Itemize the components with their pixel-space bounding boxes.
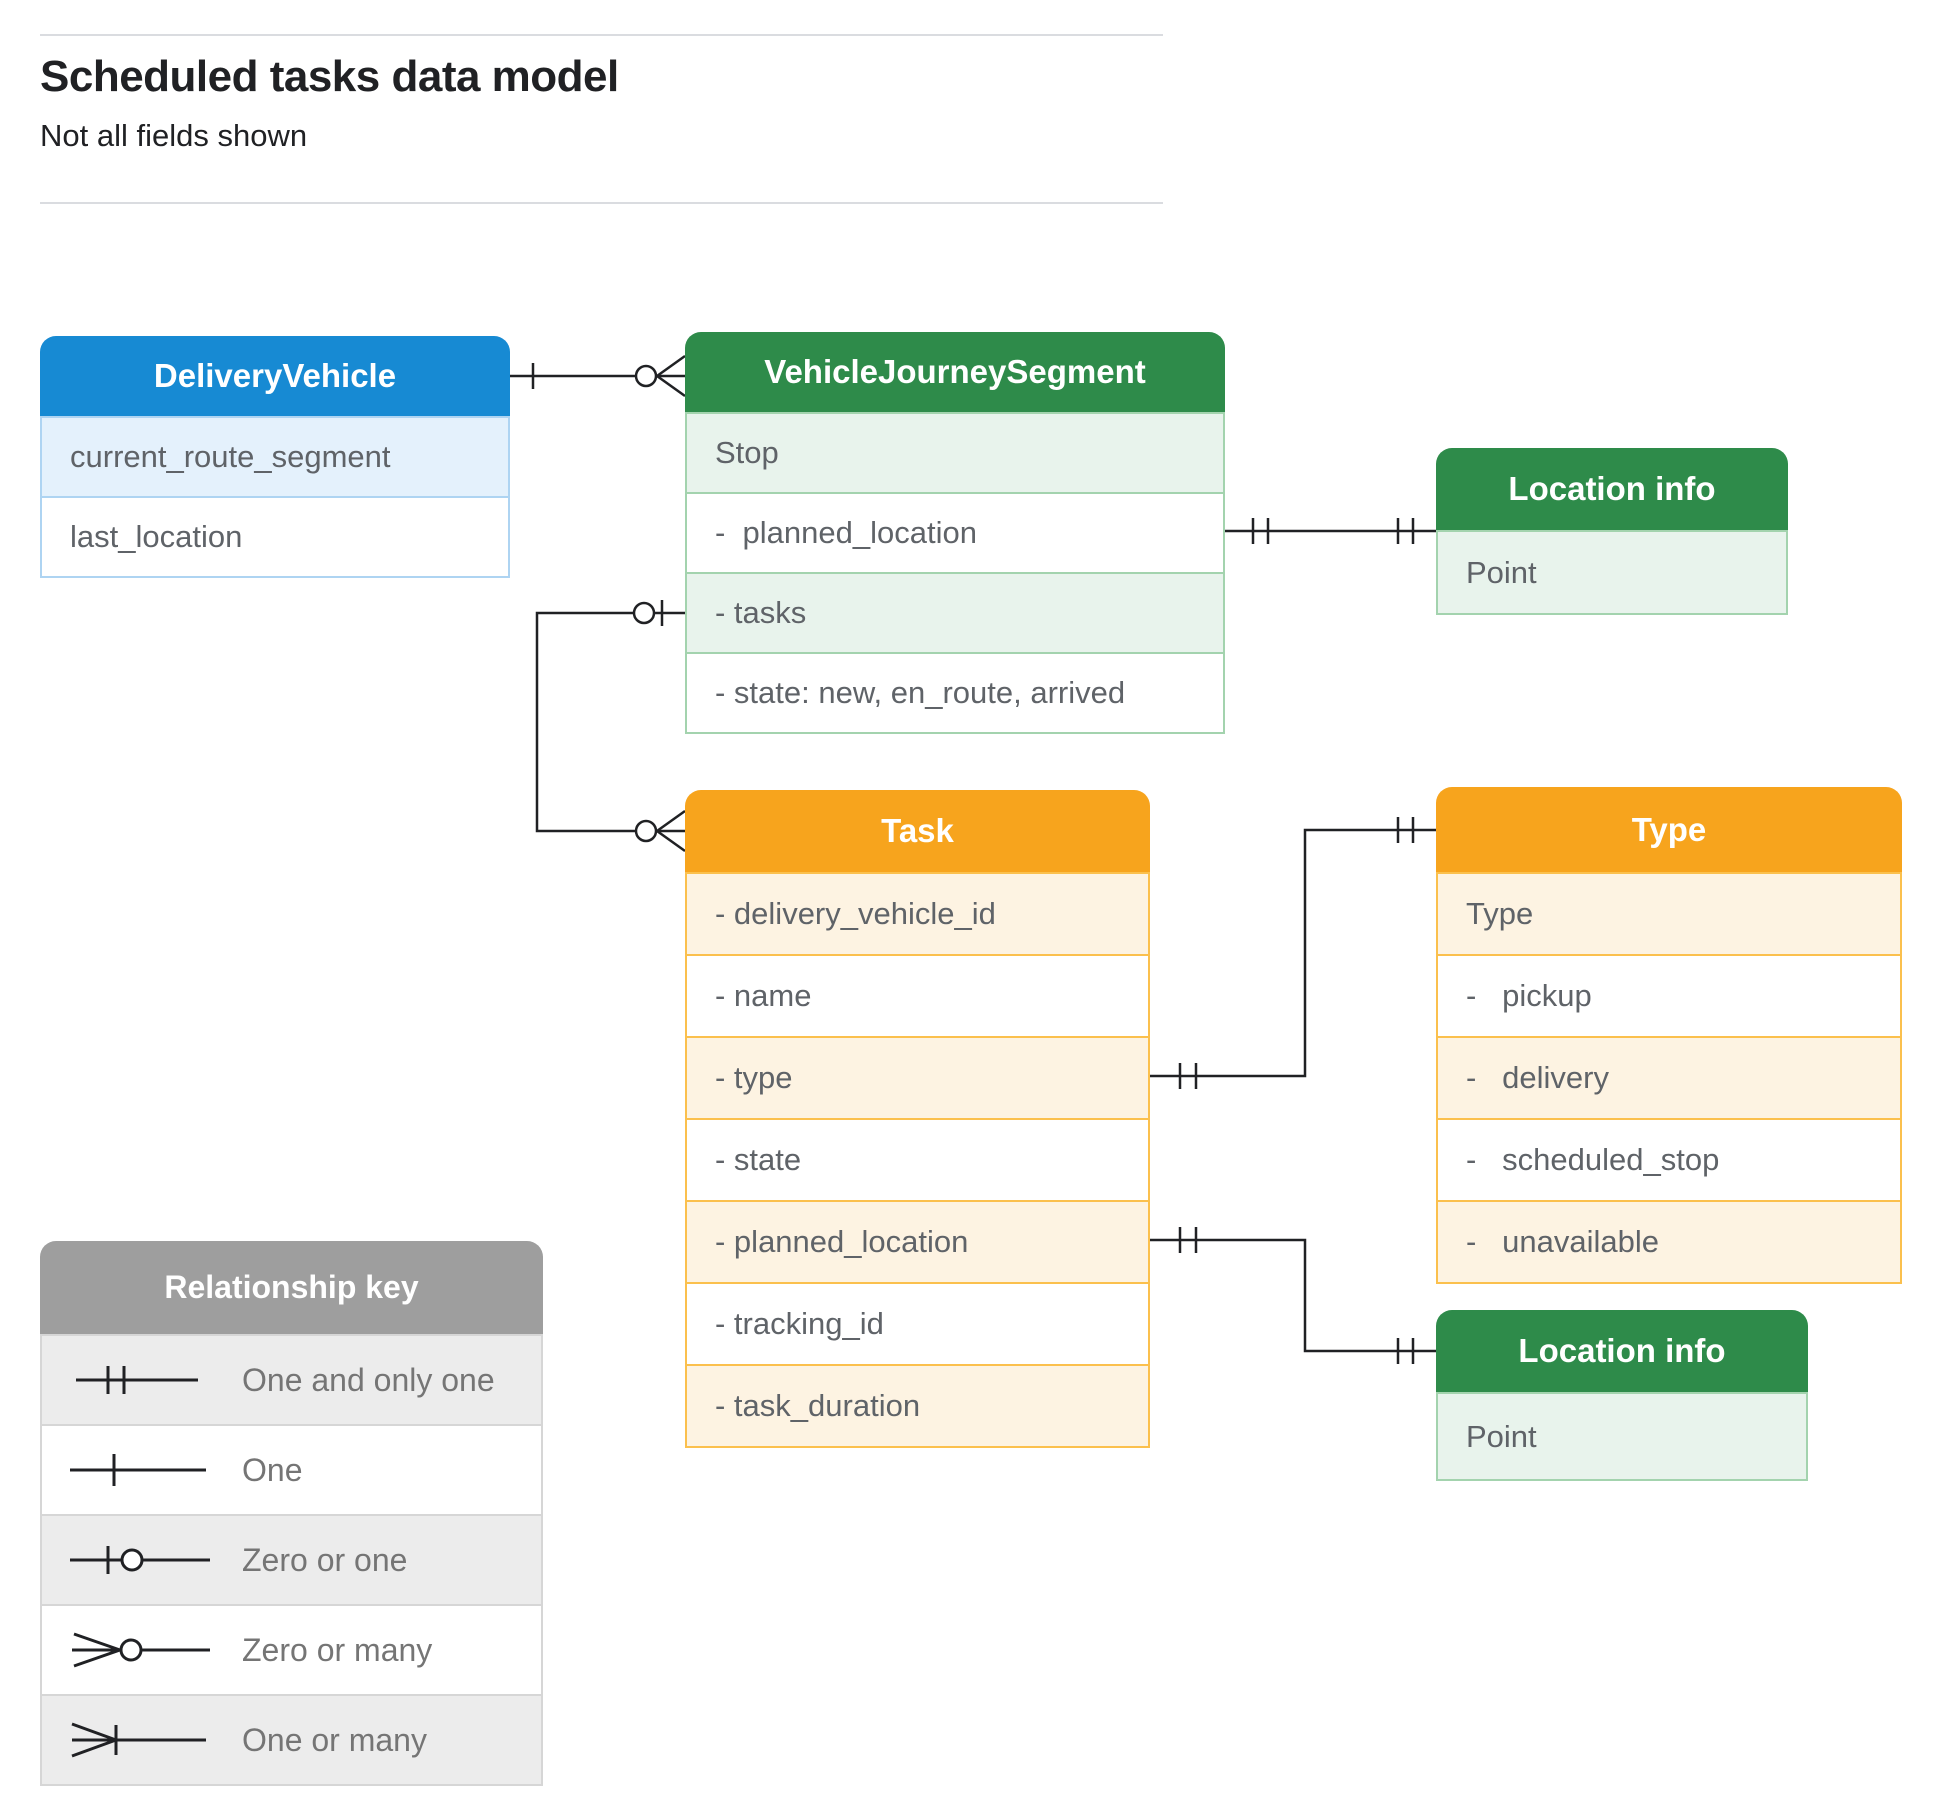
entity-task: Task - delivery_vehicle_id - name - type… [685,790,1150,1448]
entity-header-type: Type [1436,787,1902,872]
field-row-delivery: - delivery [1438,1036,1900,1118]
connector-task-type-type [1150,817,1436,1089]
field-row-scheduled-stop: - scheduled_stop [1438,1118,1900,1200]
connector-vjs-plannedlocation-locationinfo [1225,518,1436,544]
entity-location-info-top: Location info Point [1436,448,1788,615]
legend-item-one-and-only-one: One and only one [42,1336,541,1424]
legend-item-one: One [42,1424,541,1514]
connector-task-plannedlocation-locationinfo [1150,1227,1436,1364]
field-row-name: - name [687,954,1148,1036]
field-row-last-location: last_location [42,496,508,576]
one-icon [70,1454,206,1486]
entity-type: Type Type - pickup - delivery - schedule… [1436,787,1902,1284]
divider-bottom [40,202,1163,204]
entity-location-info-bottom: Location info Point [1436,1310,1808,1481]
legend-item-zero-or-many: Zero or many [42,1604,541,1694]
legend-item-zero-or-one: Zero or one [42,1514,541,1604]
zero-or-many-icon [72,1632,210,1668]
field-row-state: - state [687,1118,1148,1200]
field-row-type: - type [687,1036,1148,1118]
field-row-stop: Stop [687,414,1223,492]
divider-top [40,34,1163,36]
connector-deliveryvehicle-vehiclejourneysegment [510,354,686,398]
one-and-only-one-icon [76,1366,198,1394]
zero-or-one-icon [70,1546,210,1574]
entity-delivery-vehicle: DeliveryVehicle current_route_segment la… [40,336,510,578]
field-row-state: - state: new, en_route, arrived [687,652,1223,732]
field-row-delivery-vehicle-id: - delivery_vehicle_id [687,874,1148,954]
relationship-key: Relationship key One and only one One Ze… [40,1241,543,1786]
field-row-current-route-segment: current_route_segment [42,418,508,496]
entity-header-task: Task [685,790,1150,872]
field-row-point: Point [1438,1394,1806,1479]
field-row-unavailable: - unavailable [1438,1200,1900,1282]
relationship-key-header: Relationship key [40,1241,543,1334]
field-row-point: Point [1438,532,1786,613]
legend-item-one-or-many: One or many [42,1694,541,1784]
connector-vjs-tasks-task [535,600,686,853]
entity-header-location-info-bottom: Location info [1436,1310,1808,1392]
entity-vehicle-journey-segment: VehicleJourneySegment Stop - planned_loc… [685,332,1225,734]
field-row-tracking-id: - tracking_id [687,1282,1148,1364]
entity-header-delivery-vehicle: DeliveryVehicle [40,336,510,416]
field-row-planned-location: - planned_location [687,492,1223,572]
page-title: Scheduled tasks data model [40,52,619,101]
page-subtitle: Not all fields shown [40,118,308,153]
field-row-tasks: - tasks [687,572,1223,652]
entity-header-location-info-top: Location info [1436,448,1788,530]
one-or-many-icon [71,1722,206,1758]
entity-header-vehicle-journey-segment: VehicleJourneySegment [685,332,1225,412]
field-row-pickup: - pickup [1438,954,1900,1036]
field-row-planned-location: - planned_location [687,1200,1148,1282]
field-row-task-duration: - task_duration [687,1364,1148,1446]
field-row-type-label: Type [1438,874,1900,954]
